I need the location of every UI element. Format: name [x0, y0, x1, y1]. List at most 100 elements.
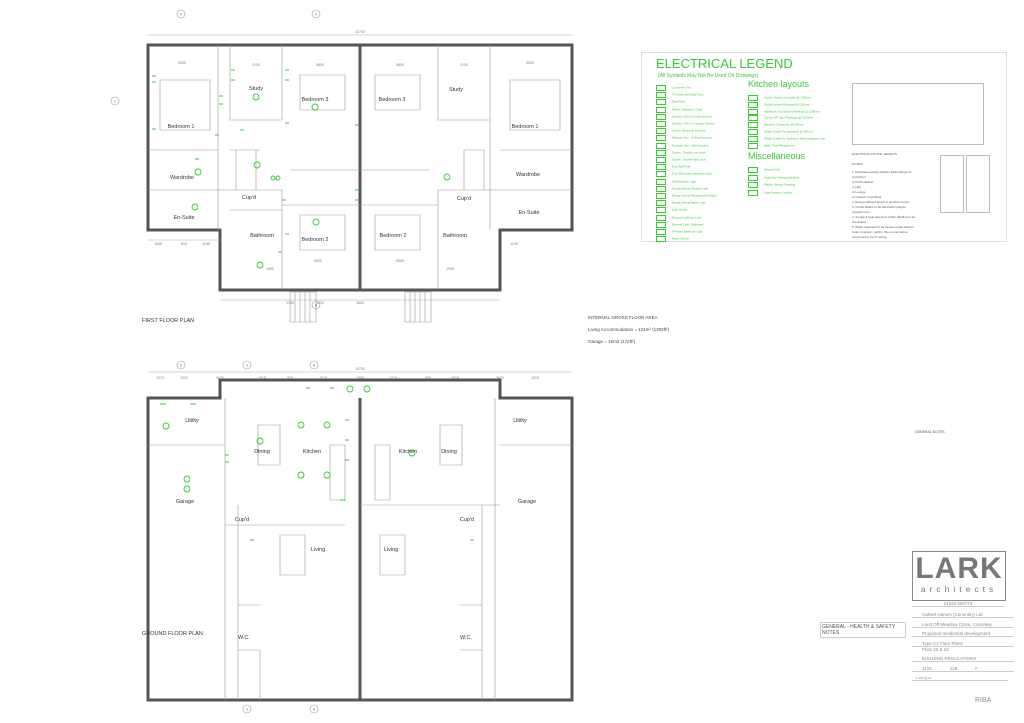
scale: 1:100 @ A1	[912, 676, 1008, 681]
legend-item-label: Consumer Unit	[672, 85, 691, 90]
legend-item: Boiler Timer/Programmer	[748, 142, 795, 149]
svg-text:1818: 1818	[451, 376, 459, 380]
legend-item: Double socket (Worktop) @ 1200mm	[748, 101, 811, 108]
lark-logo: LARK architects	[912, 551, 1006, 601]
floor-area-box: INTERNAL GROSS FLOOR AREA Living Accommo…	[588, 312, 669, 348]
legend-item-label: Double socket (Worktop) @ 1200mm	[764, 102, 811, 107]
legend-symbol-icon	[748, 167, 758, 173]
svg-text:A: A	[246, 364, 249, 368]
legend-symbol-icon	[656, 236, 666, 243]
logo-subtext: architects	[920, 584, 998, 594]
dimension-label: 1210	[316, 301, 324, 305]
legend-symbol-icon	[748, 108, 758, 115]
room-label: Bedroom 3	[302, 97, 329, 103]
svg-text:A: A	[315, 13, 318, 17]
legend-item: Door Bell Push	[656, 164, 691, 171]
outer-walls	[146, 43, 574, 292]
first-floor-plan: 11700 Bedroom 1 Study Bedroom 3 Bedroom …	[146, 30, 574, 323]
legend-item-label: Cooker Switch c/w socket @ 1200mm	[764, 95, 812, 100]
outer-walls	[146, 378, 574, 702]
floor-area-garage: Garage = 16m2 (172ft²)	[588, 339, 636, 344]
riba-logo: RIBA	[975, 697, 992, 704]
svg-text:B: B	[313, 708, 316, 712]
dimension-label: 1545	[154, 242, 162, 246]
note-line: c) Hall	[852, 185, 861, 189]
room-label: Bedroom 2	[302, 237, 329, 243]
dimension-label: 1195	[202, 242, 210, 246]
internal-walls	[148, 45, 572, 290]
legend-item: Solar Inverter / Isolator	[748, 189, 793, 196]
room-label: Cup'd	[457, 196, 471, 202]
project: Land Off Meadow Close, Cononley	[912, 622, 1014, 628]
legend-item: Light Switch	[656, 207, 687, 214]
room-label: Dining	[441, 449, 457, 455]
client: Calvert Homes (Cononley) Ltd	[912, 612, 1014, 618]
legend-item-label: External Light - Bulkhead	[672, 222, 704, 227]
legend-symbol-icon	[748, 122, 758, 129]
notes-list: 1. Dedicated energy efficient lights fit…	[852, 170, 922, 240]
note-line: 4. Smoke & heat detectors within dwellin…	[852, 215, 916, 224]
legend-item-label: Extractor Fan - Wall Mounted	[672, 143, 709, 148]
legend-item: Single Socket For Appliance @ 900mm	[748, 129, 813, 135]
legend-symbol-icon	[748, 174, 758, 181]
svg-text:D: D	[180, 364, 183, 368]
legend-item: Energy Saving Batten Light	[656, 200, 706, 207]
legend-item: 13Amp S/P Spur (Worktop) @ 1200mm	[748, 115, 813, 122]
legend-symbol-icon	[656, 128, 666, 135]
legend-symbol-icon	[748, 115, 758, 122]
dimension-label: 3600	[396, 63, 404, 67]
legend-symbol-icon	[656, 142, 666, 149]
grid-markers: D A C B D A B A B	[110, 9, 321, 714]
legend-symbol-icon	[656, 171, 666, 178]
svg-text:1270: 1270	[156, 376, 164, 380]
svg-text:930: 930	[287, 376, 293, 380]
legend-symbol-icon	[656, 121, 666, 127]
room-label: Garage	[518, 499, 536, 505]
legend-item: Cooker Switch c/w socket @ 1200mm	[748, 95, 811, 101]
legend-symbol-icon	[656, 221, 666, 228]
logo-text: LARK	[915, 552, 1003, 585]
svg-text:1500: 1500	[356, 376, 364, 380]
room-label: W.C.	[460, 635, 472, 641]
room-label: Cup'd	[460, 517, 474, 523]
legend-item-label: Mains Shaver	[672, 236, 690, 241]
room-label: Study	[249, 86, 263, 92]
room-label: En-Suite	[518, 210, 539, 216]
legend-symbol-icon	[656, 85, 666, 91]
legend-item-label: Single Socket For Appliance Within Adjac…	[764, 136, 825, 141]
legend-symbol-icon	[748, 95, 758, 101]
legend-item: Mains Shaver	[656, 236, 690, 243]
dimension-label: 1905	[266, 267, 274, 271]
note-line: b) Kitchen/Diner	[852, 180, 874, 184]
legend-item-label: Energy Saving Pendant Light	[672, 186, 709, 191]
legend-item-label: Underfloor Heating Manifold	[764, 175, 799, 180]
svg-text:930: 930	[425, 376, 431, 380]
svg-text:D: D	[180, 13, 183, 17]
legend-item-label: Solar Inverter / Isolator	[764, 190, 793, 195]
legend-item: Energy Saving Pendant Light	[656, 185, 709, 192]
number-row: 1122 128 F	[912, 666, 1014, 672]
legend-item-label: Wall Mounted Light	[672, 179, 696, 184]
legend-item: IP Rated Bathroom Light	[656, 229, 703, 235]
legend-item-label: Single Socket For Appliance @ 900mm	[764, 129, 813, 134]
note-line: a) Kitchen	[852, 175, 866, 179]
legend-item-label: Appliance Grid Switch (Worktop) @ 1200mm	[764, 109, 820, 114]
room-label: Wardrobe	[516, 172, 540, 178]
svg-text:A: A	[246, 708, 249, 712]
legend-symbol-icon	[656, 149, 666, 156]
legend-item: Wall Mounted Light	[656, 178, 696, 185]
legend-symbol-icon	[748, 101, 758, 108]
legend-item: Electric Vehicle Charging	[748, 182, 795, 188]
room-label: Bedroom 1	[168, 124, 195, 130]
legend-item: Single Socket For Appliance Within Adjac…	[748, 135, 825, 142]
drawing-number: 128	[949, 666, 958, 671]
legend-item: External Tap	[748, 167, 780, 173]
legend-symbol-icon	[748, 142, 758, 149]
svg-text:3470: 3470	[216, 376, 224, 380]
room-label: Garage	[176, 499, 194, 505]
room-label: W.C.	[238, 635, 250, 641]
legend-item-label: Energy Saving Batten Light	[672, 200, 706, 205]
revision: F	[975, 666, 978, 671]
legend-item: TV Outlet with Data Point	[656, 92, 703, 99]
legend-item: External Light - Bulkhead	[656, 221, 704, 228]
